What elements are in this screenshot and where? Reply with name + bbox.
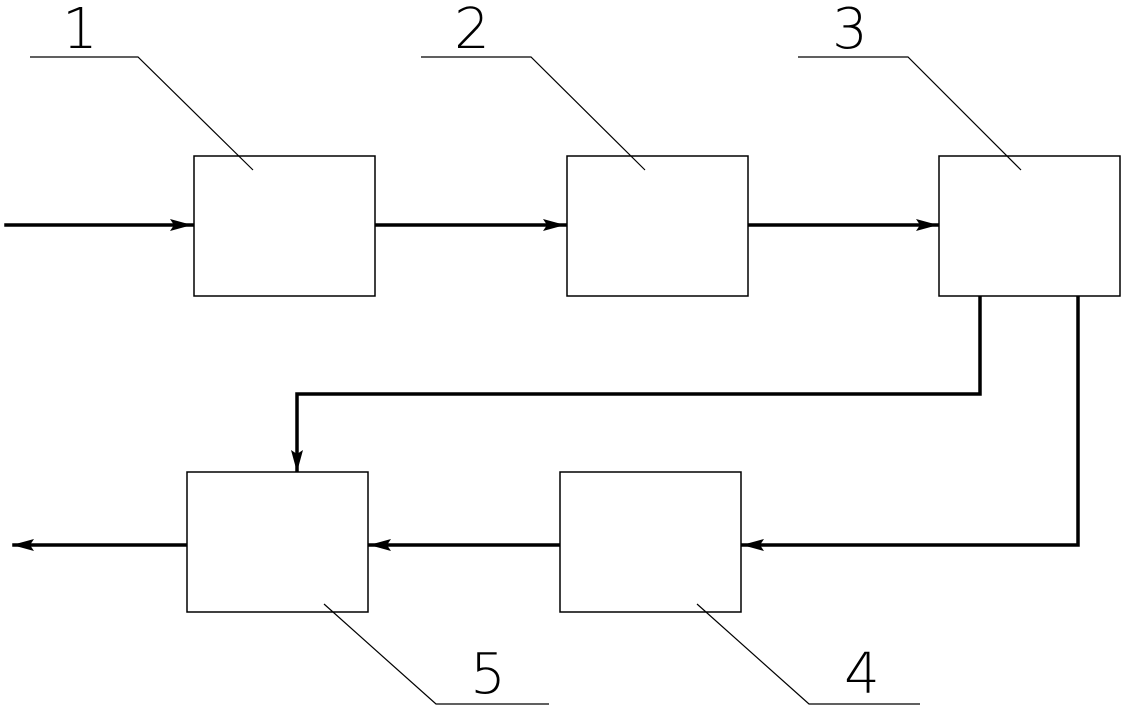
callout-number-3: 3 bbox=[832, 0, 868, 62]
leader-line-3 bbox=[798, 56, 1022, 171]
block-4 bbox=[559, 471, 742, 613]
leader-line-1 bbox=[30, 56, 254, 171]
arrowhead-2-to-3 bbox=[916, 219, 938, 231]
block-2 bbox=[566, 155, 749, 297]
flow-line-3-to-5 bbox=[295, 295, 982, 473]
arrowhead-3-to-4 bbox=[742, 539, 764, 551]
arrowhead-1-to-2 bbox=[543, 219, 565, 231]
leader-line-5 bbox=[323, 603, 549, 705]
input-arrowhead bbox=[170, 219, 192, 231]
block-5 bbox=[186, 471, 369, 613]
leader-line-2 bbox=[421, 56, 646, 171]
block-1 bbox=[193, 155, 376, 297]
leader-line-4 bbox=[696, 603, 920, 705]
block-3 bbox=[938, 155, 1121, 297]
callout-number-5: 5 bbox=[470, 642, 506, 707]
arrowhead-3-to-5 bbox=[291, 450, 303, 472]
callout-number-1: 1 bbox=[62, 0, 98, 62]
flow-line-3-to-4 bbox=[740, 295, 1080, 547]
callout-number-4: 4 bbox=[844, 642, 880, 707]
arrowhead-4-to-5 bbox=[369, 539, 391, 551]
callout-number-2: 2 bbox=[454, 0, 490, 62]
output-arrowhead bbox=[12, 539, 34, 551]
